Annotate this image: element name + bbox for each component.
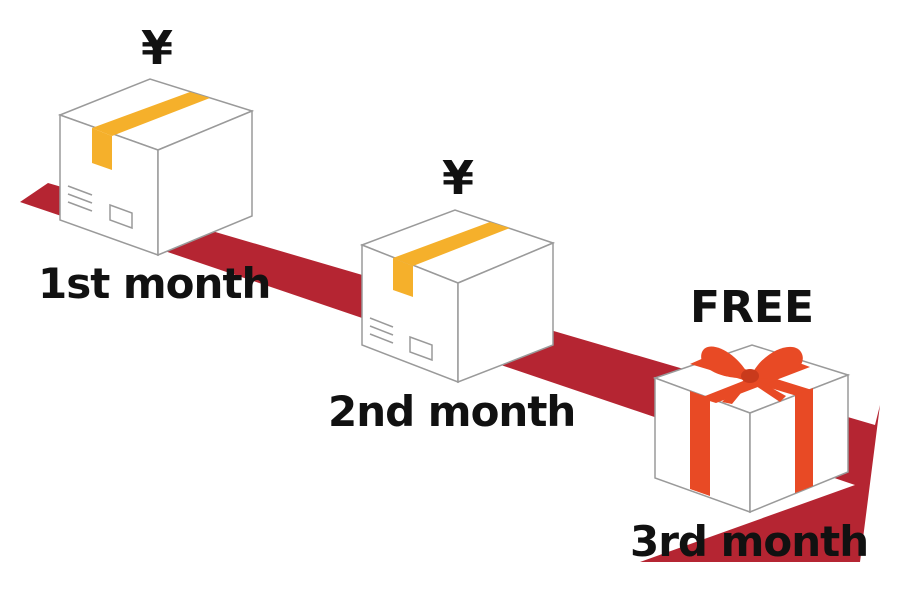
gift-ribbon-side xyxy=(795,388,813,493)
box-2-label-line xyxy=(369,325,394,336)
cardboard-box-1 xyxy=(57,78,255,257)
box-1-side xyxy=(157,109,253,257)
price-label-2: ¥ xyxy=(442,151,474,205)
box-1-label-rect xyxy=(109,203,133,230)
cardboard-box-2 xyxy=(359,209,556,384)
gift-ribbon-front xyxy=(690,391,710,496)
box-2-label-rect xyxy=(409,335,433,362)
month-label-1: 1st month xyxy=(38,259,270,308)
box-2-tape-top xyxy=(393,222,510,266)
month-label-3: 3rd month xyxy=(630,517,868,566)
box-2-tape-front xyxy=(393,258,413,297)
box-1-label-line xyxy=(67,201,93,212)
gift-bow-knot xyxy=(741,369,759,383)
box-2-side xyxy=(457,241,554,384)
box-1-label-line xyxy=(67,193,93,204)
month-label-2: 2nd month xyxy=(328,387,575,436)
box-2-label-line xyxy=(369,333,394,344)
gift-bow-left-loop xyxy=(701,346,750,379)
gift-box xyxy=(652,344,851,514)
gift-bow-right-loop xyxy=(750,346,803,379)
price-label-3: FREE xyxy=(690,282,814,333)
gift-bow-tail-right xyxy=(750,378,786,402)
box-1-tape-top xyxy=(92,92,210,136)
box-2-label-line xyxy=(369,317,394,328)
box-1-tape-front xyxy=(92,128,112,170)
box-1-label-line xyxy=(67,185,93,196)
gift-bow-tail-left xyxy=(722,378,750,404)
price-label-1: ¥ xyxy=(141,21,173,75)
